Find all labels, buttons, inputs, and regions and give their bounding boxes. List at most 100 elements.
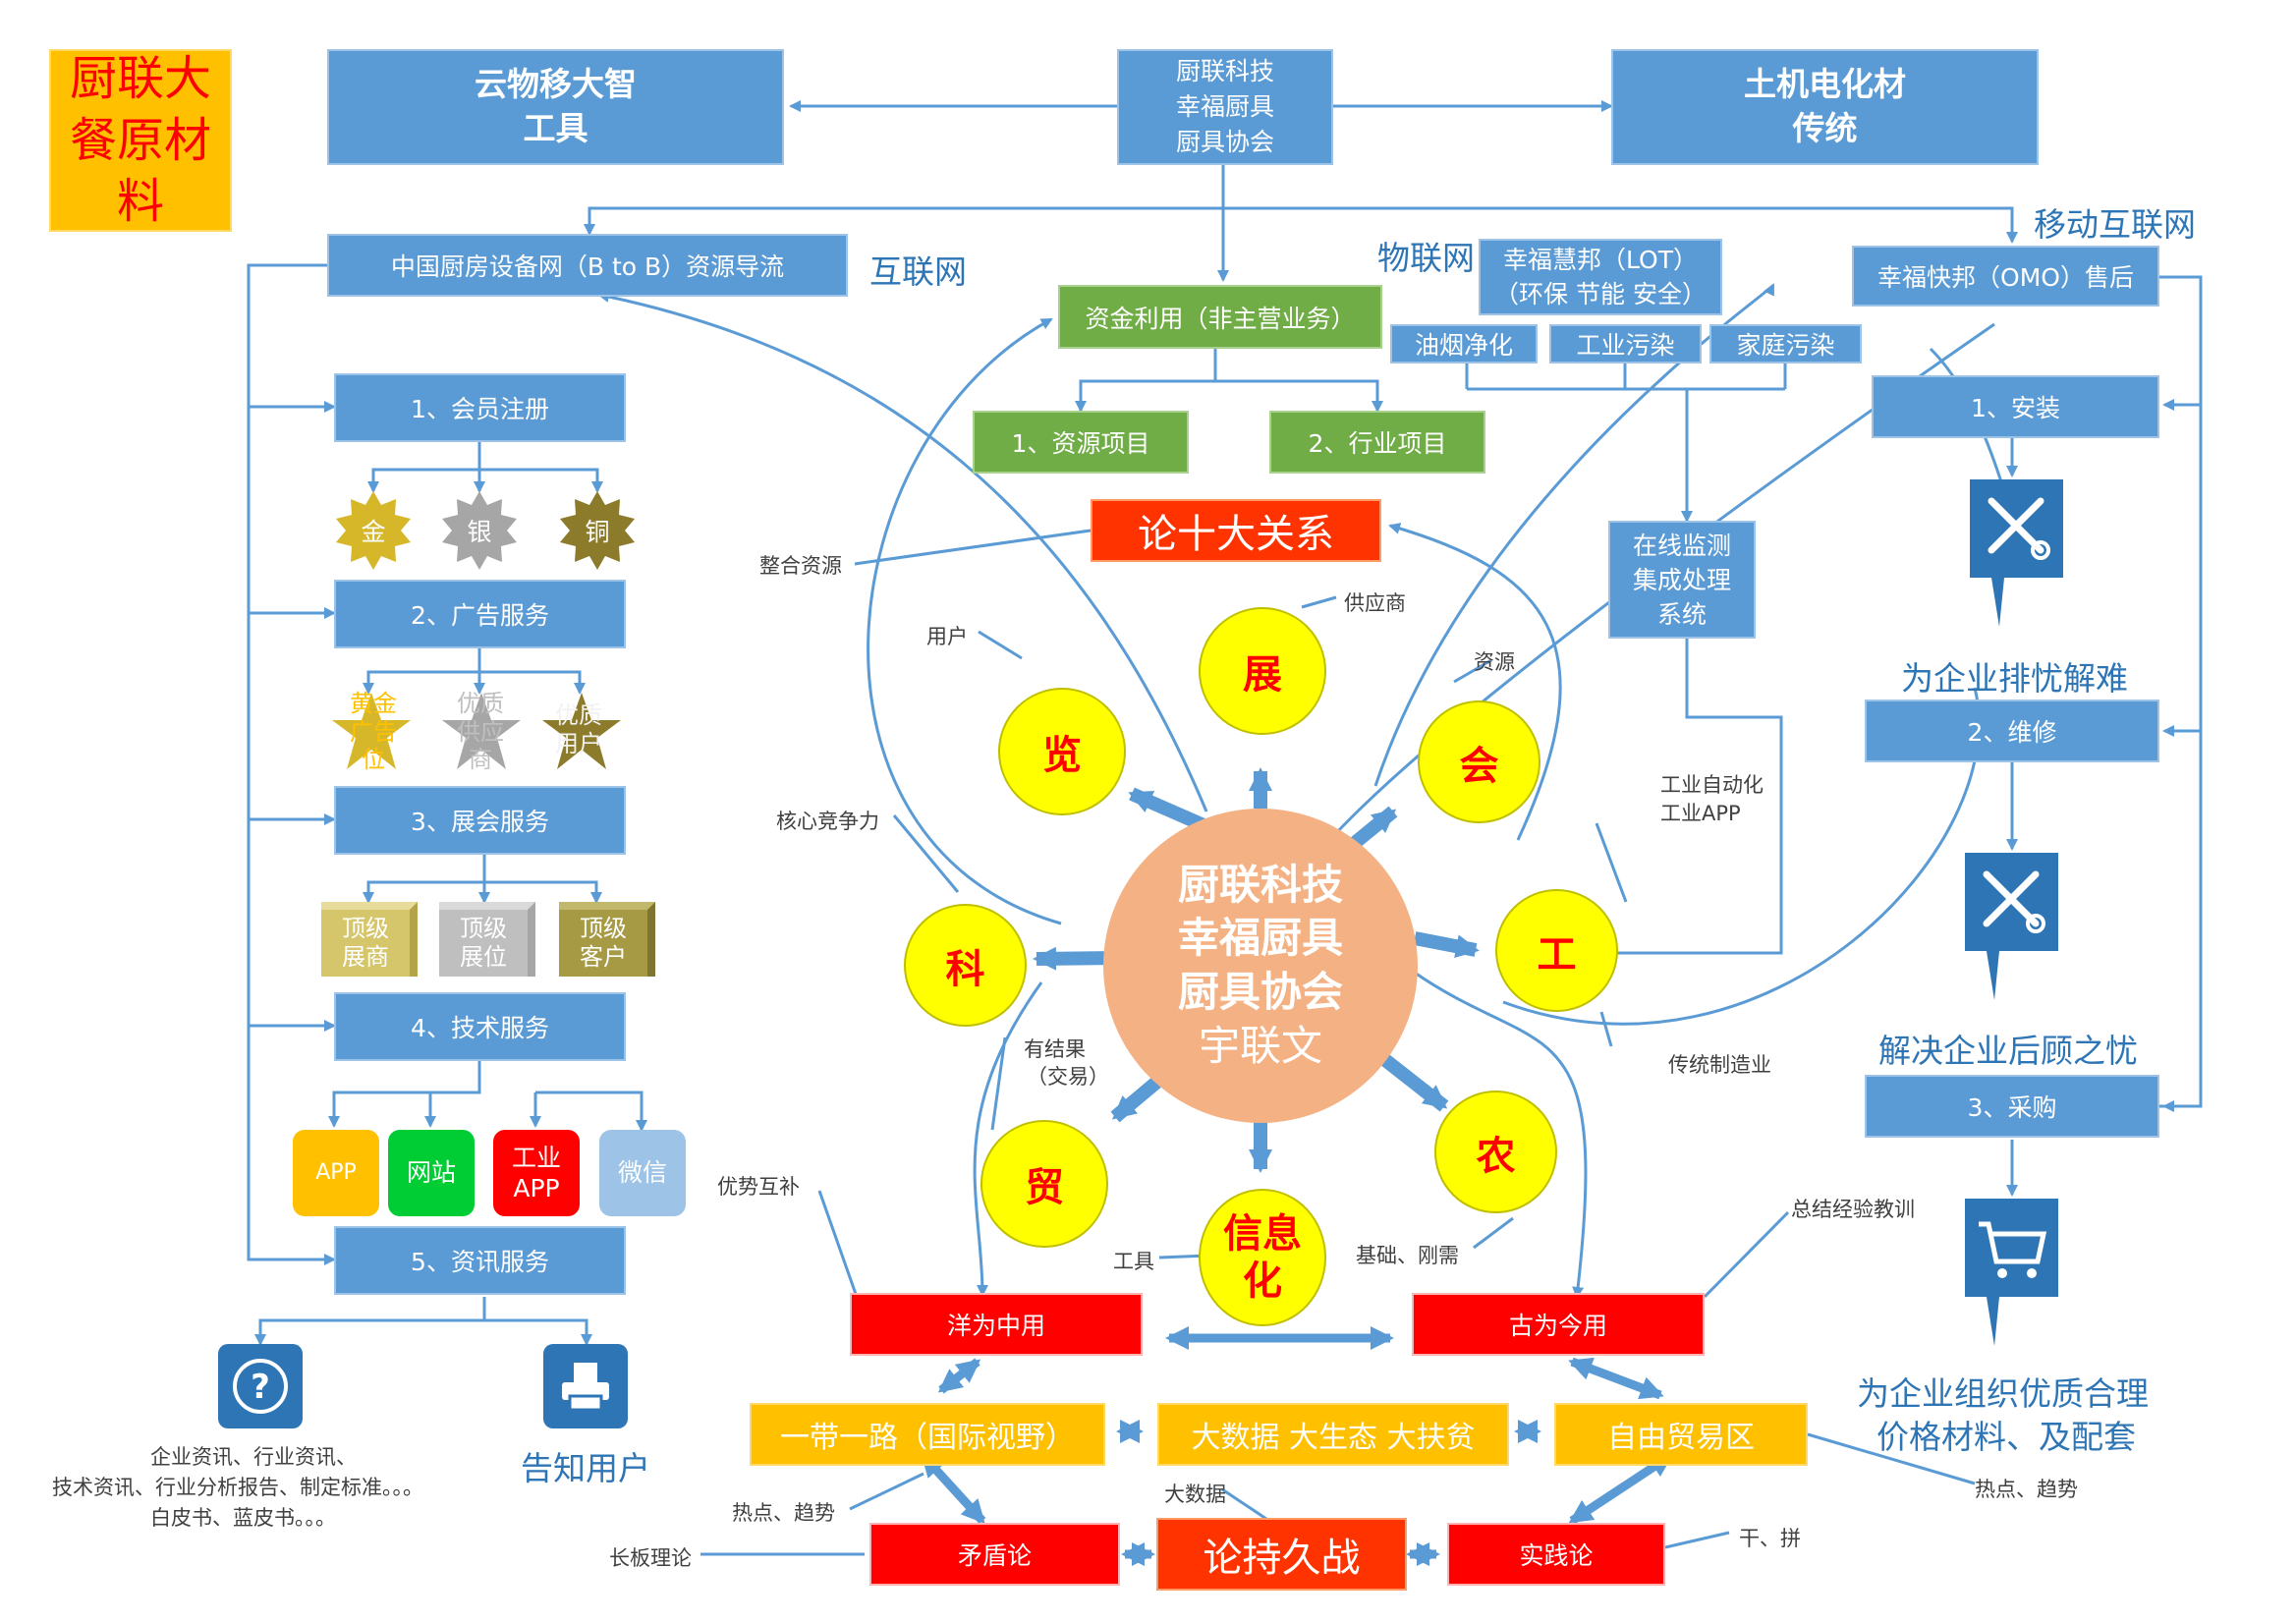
- box-belt-road-label: 一带一路（国际视野）: [780, 1421, 1075, 1455]
- label-result1: 有结果: [1024, 1037, 1086, 1061]
- box-practice[interactable]: 实践论: [1447, 1523, 1665, 1586]
- iot-line1: 幸福慧邦（LOT）: [1503, 246, 1698, 274]
- center-line2: 幸福厨具: [1177, 914, 1343, 963]
- tile-industrial-app-label: 工业APP: [511, 1143, 561, 1203]
- cube-client: 顶级客户: [559, 902, 655, 977]
- step-purchase[interactable]: 3、采购: [1865, 1075, 2159, 1138]
- iot-label: 物联网: [1377, 239, 1475, 277]
- service-ad-label: 2、广告服务: [411, 601, 549, 630]
- tile-industrial-app[interactable]: 工业APP: [493, 1130, 580, 1216]
- tile-wechat[interactable]: 微信: [599, 1130, 686, 1216]
- node-science[interactable]: 科: [904, 904, 1027, 1027]
- star-gold-label: 黄金广告位: [350, 689, 397, 774]
- tile-app[interactable]: APP: [293, 1130, 379, 1216]
- fund-box[interactable]: 资金利用（非主营业务）: [1058, 285, 1382, 349]
- label-integrate: 整合资源: [759, 554, 842, 578]
- ten-relations-label: 论十大关系: [1138, 512, 1334, 557]
- top-right-line2: 传统: [1792, 109, 1858, 147]
- node-display[interactable]: 览: [998, 688, 1126, 815]
- box-free-trade[interactable]: 自由贸易区: [1554, 1403, 1808, 1466]
- node-informatization[interactable]: 信息化: [1199, 1189, 1326, 1326]
- tile-app-label: APP: [315, 1160, 357, 1186]
- question-icon[interactable]: ?: [218, 1344, 303, 1428]
- cube-client-label: 顶级客户: [580, 915, 627, 971]
- service-expo[interactable]: 3、展会服务: [334, 786, 626, 855]
- label-long-board: 长板理论: [609, 1546, 692, 1570]
- step-install-label: 1、安装: [1971, 394, 2060, 422]
- after-sales-label: 幸福快邦（OMO）售后: [1877, 263, 2134, 292]
- fund-label: 资金利用（非主营业务）: [1085, 304, 1356, 333]
- star-bronze-label: 优质用户: [555, 701, 602, 757]
- box-protracted-war[interactable]: 论持久战: [1156, 1518, 1407, 1591]
- star-silver-label: 优质供应商: [457, 689, 504, 774]
- service-tech[interactable]: 4、技术服务: [334, 992, 626, 1061]
- node-exhibition[interactable]: 展: [1199, 607, 1326, 735]
- monitor-box[interactable]: 在线监测 集成处理 系统: [1608, 521, 1756, 639]
- cube-booth: 顶级展位: [439, 902, 535, 977]
- label-tools: 工具: [1113, 1250, 1154, 1273]
- medal-bronze-icon: [560, 491, 635, 570]
- box-big-data[interactable]: 大数据 大生态 大扶贫: [1157, 1403, 1509, 1466]
- tools-icon: [1970, 479, 2063, 627]
- iot-line2: （环保 节能 安全）: [1494, 280, 1707, 308]
- top-left-box[interactable]: 云物移大智 工具: [327, 49, 784, 165]
- step-repair[interactable]: 2、维修: [1865, 700, 2159, 762]
- step-install[interactable]: 1、安装: [1872, 375, 2159, 438]
- label-automation1: 工业自动化: [1660, 773, 1764, 797]
- service-ad[interactable]: 2、广告服务: [334, 580, 626, 648]
- star-bronze-icon: [542, 693, 621, 769]
- node-industry[interactable]: 工: [1495, 889, 1618, 1012]
- medal-gold-label: 金: [361, 518, 386, 546]
- box-west-for-china[interactable]: 洋为中用: [850, 1293, 1143, 1356]
- ten-relations-box[interactable]: 论十大关系: [1091, 499, 1381, 562]
- label-hot-left: 热点、趋势: [732, 1501, 835, 1525]
- network-box[interactable]: 中国厨房设备网（B to B）资源导流: [327, 234, 848, 297]
- node-trade[interactable]: 贸: [980, 1120, 1108, 1248]
- network-label: 中国厨房设备网（B to B）资源导流: [390, 252, 785, 281]
- cube-exhibitor: 顶级展商: [321, 902, 418, 977]
- service-member[interactable]: 1、会员注册: [334, 373, 626, 442]
- fund-resource-box[interactable]: 1、资源项目: [973, 411, 1189, 474]
- pollution-industrial[interactable]: 工业污染: [1549, 324, 1702, 364]
- iot-box[interactable]: 幸福慧邦（LOT） （环保 节能 安全）: [1479, 239, 1722, 315]
- box-past-for-present[interactable]: 古为今用: [1412, 1293, 1705, 1356]
- fund-industry-box[interactable]: 2、行业项目: [1269, 411, 1485, 474]
- pollution-household[interactable]: 家庭污染: [1709, 324, 1862, 364]
- label-automation2: 工业APP: [1660, 802, 1741, 825]
- medal-gold-icon: [336, 491, 411, 570]
- label-traditional: 传统制造业: [1668, 1053, 1771, 1077]
- box-belt-road[interactable]: 一带一路（国际视野）: [750, 1403, 1105, 1466]
- logo-text: 厨联大餐原材料: [69, 51, 211, 230]
- node-informatization-label: 信息化: [1223, 1211, 1302, 1304]
- fund-resource-label: 1、资源项目: [1011, 429, 1150, 458]
- box-contradiction[interactable]: 矛盾论: [869, 1523, 1120, 1586]
- center-circle[interactable]: 厨联科技 幸福厨具 厨具协会 宇联文: [1103, 809, 1418, 1123]
- pollution-fume[interactable]: 油烟净化: [1390, 324, 1538, 364]
- monitor-line1: 在线监测: [1632, 531, 1731, 560]
- center-line1: 厨联科技: [1177, 860, 1343, 909]
- info-text-3: 白皮书、蓝皮书。。。: [150, 1506, 336, 1530]
- label-advantage: 优势互补: [717, 1175, 800, 1199]
- mobile-internet-label: 移动互联网: [2034, 205, 2196, 244]
- node-meeting[interactable]: 会: [1418, 700, 1540, 823]
- center-line4: 宇联文: [1198, 1021, 1322, 1070]
- star-silver-icon: [442, 693, 521, 769]
- top-center-box[interactable]: 厨联科技 幸福厨具 厨具协会: [1117, 49, 1333, 165]
- tile-website-label: 网站: [406, 1158, 456, 1188]
- top-right-box[interactable]: 土机电化材 传统: [1611, 49, 2039, 165]
- service-info[interactable]: 5、资讯服务: [334, 1226, 626, 1295]
- box-protracted-war-label: 论持久战: [1203, 1536, 1361, 1581]
- after-sales-box[interactable]: 幸福快邦（OMO）售后: [1852, 246, 2159, 307]
- node-agriculture[interactable]: 农: [1434, 1091, 1557, 1213]
- tile-wechat-label: 微信: [617, 1158, 667, 1188]
- star-gold-icon: [332, 693, 411, 769]
- box-practice-label: 实践论: [1519, 1541, 1594, 1570]
- fund-industry-label: 2、行业项目: [1308, 429, 1447, 458]
- tile-website[interactable]: 网站: [388, 1130, 475, 1216]
- top-center-line1: 厨联科技: [1175, 56, 1274, 85]
- top-center-line2: 幸福厨具: [1175, 91, 1274, 121]
- medal-silver-label: 银: [467, 518, 492, 546]
- printer-icon[interactable]: [543, 1344, 628, 1428]
- pollution-household-label: 家庭污染: [1736, 331, 1835, 360]
- cart-icon: [1965, 1199, 2058, 1346]
